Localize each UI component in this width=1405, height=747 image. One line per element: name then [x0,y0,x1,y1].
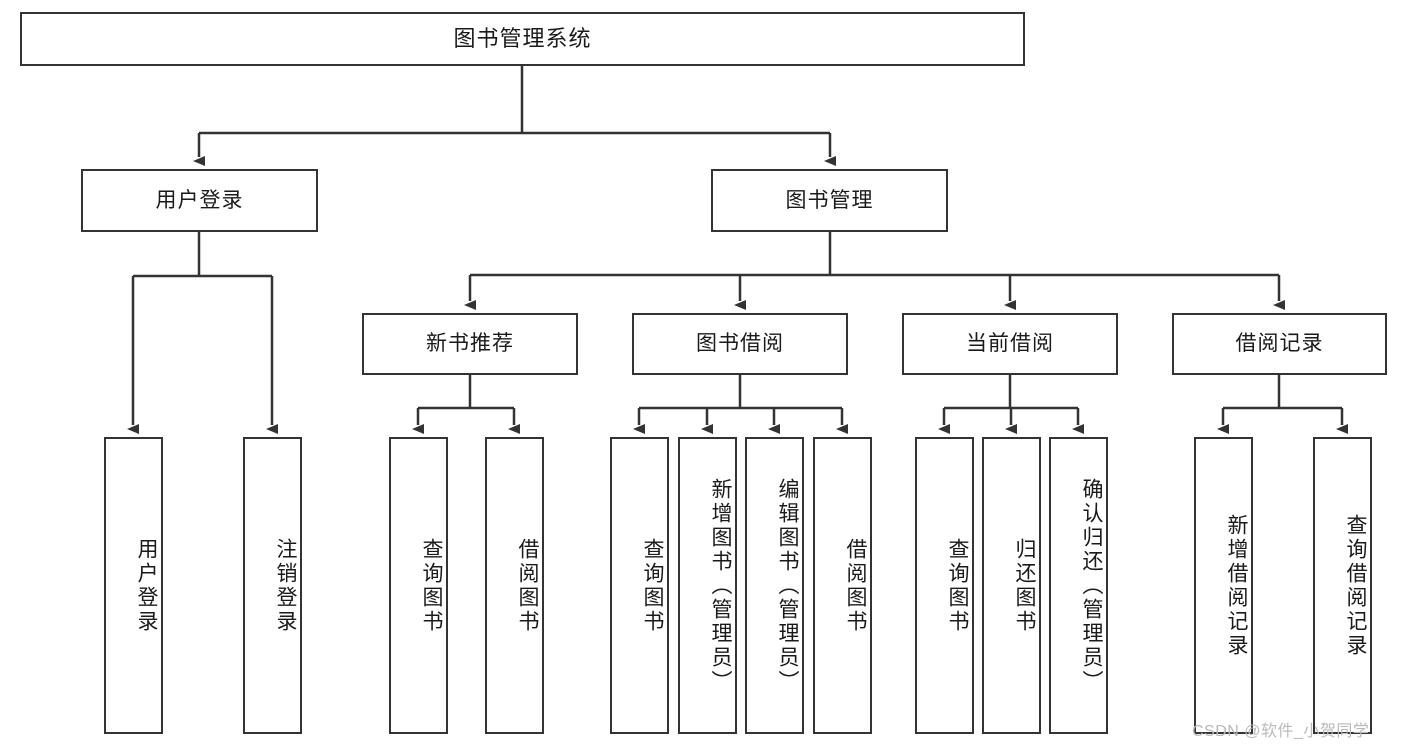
node-leaf-add-record[interactable]: 新增借阅记录 [1194,437,1253,734]
node-book-borrow[interactable]: 图书借阅 [632,313,848,375]
node-leaf-add-book[interactable]: 新增图书（管理员） [678,437,737,734]
node-label: 新书推荐 [426,332,514,356]
node-label: 借阅记录 [1235,332,1324,356]
node-label: 用户登录 [155,188,244,212]
node-leaf-logout[interactable]: 注销登录 [243,437,302,734]
node-label: 新增图书（管理员） [709,477,732,694]
node-leaf-edit-book[interactable]: 编辑图书（管理员） [745,437,804,734]
node-label: 查询借阅记录 [1344,513,1367,658]
node-label: 图书管理 [785,188,874,212]
node-leaf-return-book[interactable]: 归还图书 [982,437,1041,734]
node-label: 编辑图书（管理员） [776,477,799,694]
node-leaf-query-book-2[interactable]: 查询图书 [610,437,669,734]
node-leaf-query-book-1[interactable]: 查询图书 [389,437,448,734]
node-label: 当前借阅 [966,332,1054,356]
node-book-manage[interactable]: 图书管理 [711,169,948,232]
node-borrow-record[interactable]: 借阅记录 [1172,313,1387,375]
node-label: 图书借阅 [696,332,784,356]
node-leaf-query-book-3[interactable]: 查询图书 [915,437,974,734]
node-label: 注销登录 [274,537,297,634]
node-label: 归还图书 [1013,537,1036,634]
node-label: 借阅图书 [844,537,867,634]
node-root-book-management-system[interactable]: 图书管理系统 [20,12,1025,66]
node-label: 确认归还（管理员） [1080,477,1103,694]
node-label: 查询图书 [420,537,443,634]
node-leaf-borrow-book-2[interactable]: 借阅图书 [813,437,872,734]
node-leaf-user-login[interactable]: 用户登录 [104,437,163,734]
node-label: 借阅图书 [516,537,539,634]
node-leaf-confirm-return[interactable]: 确认归还（管理员） [1049,437,1108,734]
node-new-book-recommend[interactable]: 新书推荐 [362,313,578,375]
node-label: 图书管理系统 [453,25,592,51]
node-label: 用户登录 [135,537,158,634]
node-user-login[interactable]: 用户登录 [81,169,318,232]
node-label: 新增借阅记录 [1225,513,1248,658]
node-current-borrow[interactable]: 当前借阅 [902,313,1118,375]
node-leaf-query-record[interactable]: 查询借阅记录 [1313,437,1372,734]
node-label: 查询图书 [641,537,664,634]
node-label: 查询图书 [946,537,969,634]
csdn-watermark: CSDN @软件_小贺同学 [1192,723,1370,740]
node-leaf-borrow-book-1[interactable]: 借阅图书 [485,437,544,734]
